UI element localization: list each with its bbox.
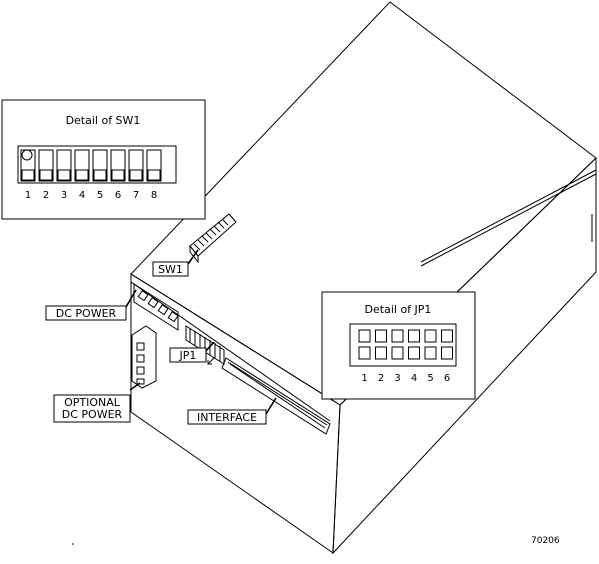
callout-interface: INTERFACE (187, 409, 267, 425)
jp1-pin-2-bottom (375, 346, 387, 360)
jp1-pin-3-top (391, 329, 404, 343)
jp1-pin-4-top (408, 329, 420, 343)
jp1-pin-number: 3 (394, 373, 400, 384)
sw1-pin1-marker (21, 149, 33, 161)
callout-jp1: JP1 (169, 347, 207, 363)
jp1-pin-3-bottom (391, 346, 404, 360)
sw1-detail-panel: Detail of SW1 1 2 3 4 5 6 7 8 (1, 99, 206, 220)
optional-dc-power-leader (129, 382, 141, 391)
jp1-pin-number: 4 (411, 373, 417, 384)
callout-dc-power: DC POWER (45, 305, 127, 321)
interface-connector (221, 357, 331, 435)
figure-number: 70206 (531, 536, 560, 546)
callout-sw1-text: SW1 (158, 263, 183, 276)
drive-right-face (332, 156, 597, 555)
callout-optional-line1: OPTIONAL (64, 396, 121, 409)
jp1-detail-title: Detail of JP1 (365, 303, 432, 316)
sw1-switch-3-knob (57, 169, 71, 181)
sw1-switch-4-knob (75, 169, 89, 181)
sw1-switch-8-knob (147, 169, 161, 181)
dc-power-leader (125, 289, 137, 308)
jp1-pin-number: 5 (427, 373, 433, 384)
sw1-switch-5-knob (93, 169, 107, 181)
sw1-detail-title: Detail of SW1 (66, 114, 141, 127)
sw1-switch-number: 3 (61, 190, 67, 201)
scan-dot-mark (72, 543, 74, 545)
sw1-switch-number: 1 (25, 190, 31, 201)
jp1-pin-6-top (441, 329, 453, 343)
jp1-pin-5-top (424, 329, 437, 343)
sw1-switch-1-knob (21, 169, 35, 181)
jp1-pin-1-top (358, 329, 371, 343)
sw1-leader (187, 249, 199, 265)
optional-dc-power-connector (131, 325, 157, 389)
jp1-pin-grid (358, 329, 453, 360)
interface-leader (265, 397, 277, 415)
callout-jp1-text: JP1 (179, 349, 197, 362)
callout-optional-dc-power: OPTIONAL DC POWER (53, 394, 131, 423)
jp1-pin-4-bottom (408, 346, 420, 360)
drive-body (130, 1, 597, 555)
sw1-switch-number: 4 (79, 190, 85, 201)
sw1-number-row: 1 2 3 4 5 6 7 8 (25, 190, 157, 201)
sw1-switch-7-knob (129, 169, 143, 181)
jp1-pin-number: 6 (444, 373, 450, 384)
callout-optional-line2: DC POWER (62, 408, 123, 421)
callout-dc-power-text: DC POWER (56, 307, 117, 320)
sw1-switch-number: 8 (151, 190, 157, 201)
jp1-pin-5-bottom (424, 346, 437, 360)
jp1-pin-arrow-icon (207, 357, 215, 365)
sw1-switch-number: 2 (43, 190, 49, 201)
sw1-switch-housing (17, 145, 177, 184)
sw1-switch-block (189, 213, 237, 264)
callout-interface-text: INTERFACE (197, 411, 257, 424)
sw1-switch-2-knob (39, 169, 53, 181)
jp1-pin-number: 1 (361, 373, 367, 384)
jp1-pin-housing (349, 323, 457, 367)
callout-sw1: SW1 (152, 261, 189, 277)
sw1-switch-number: 6 (115, 190, 121, 201)
dc-power-connector (133, 283, 179, 331)
callout-leaders (125, 249, 277, 415)
sw1-switch-6-knob (111, 169, 125, 181)
sw1-switch-number: 5 (97, 190, 103, 201)
jp1-pin-2-top (375, 329, 387, 343)
jp1-pin-1-bottom (358, 346, 371, 360)
jp1-pin-6-bottom (441, 346, 453, 360)
jp1-pin-number: 2 (378, 373, 384, 384)
sw1-switch-number: 7 (133, 190, 139, 201)
